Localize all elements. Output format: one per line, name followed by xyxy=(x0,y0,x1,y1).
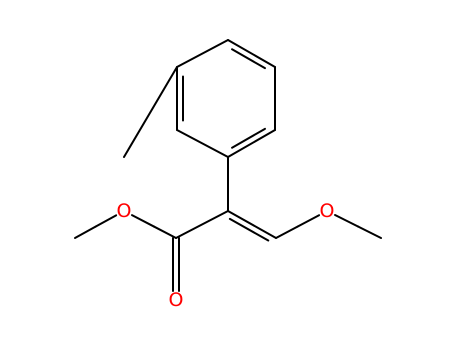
bond-a1-a2 xyxy=(227,129,276,158)
atom-label-a14: O xyxy=(117,200,132,222)
bond-a6-a1 xyxy=(176,129,229,158)
bond-a10-a11-half-b xyxy=(357,225,382,239)
bond-a1-a2-second xyxy=(231,127,266,149)
bond-a12-a14-half-b xyxy=(130,214,155,228)
bond-a8-a9 xyxy=(227,210,277,239)
bond-a9-a10-half-b xyxy=(296,214,321,228)
atom-label-a13: O xyxy=(169,289,184,311)
atom-labels-layer: O O O xyxy=(117,200,335,311)
bond-a8-a9-second xyxy=(228,217,270,242)
bond-a4-a5 xyxy=(176,39,229,68)
bond-a14-a15-half-b xyxy=(74,225,97,239)
bond-a9-a10-half-a xyxy=(275,225,299,239)
bond-a12-a14-half-a xyxy=(152,225,177,239)
bond-a8-a12 xyxy=(175,210,229,239)
bond-a14-a15-half-a xyxy=(94,214,118,228)
bond-a5-a7 xyxy=(123,66,178,158)
bonds-layer xyxy=(74,39,382,292)
atom-label-a10: O xyxy=(320,200,335,222)
bond-a3-a4 xyxy=(227,39,276,68)
bond-a3-a4-second xyxy=(231,48,266,70)
bond-a10-a11-half-a xyxy=(334,214,360,228)
